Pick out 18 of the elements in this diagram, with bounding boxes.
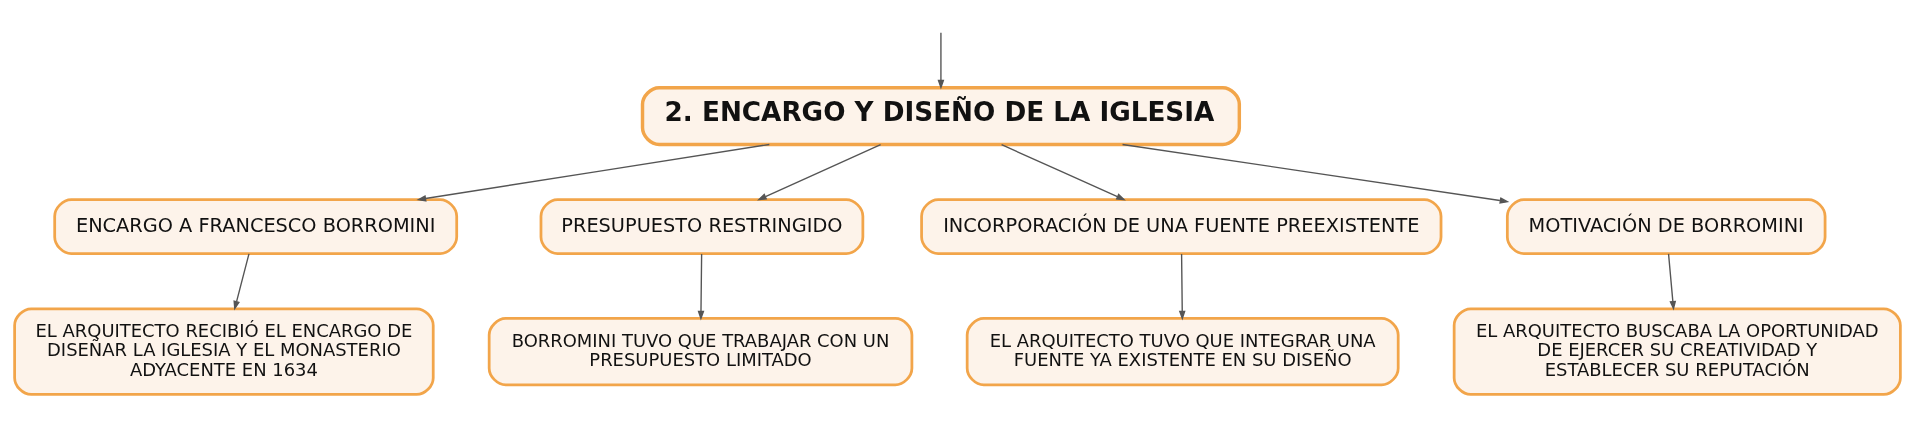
arrow <box>937 32 944 90</box>
node-box: BORROMINI TUVO QUE TRABAJAR CON UN PRESUPUESTO LIMITADO <box>487 317 913 387</box>
node-box: 2. ENCARGO Y DISEÑO DE LA IGLESIA <box>640 86 1241 147</box>
node-box: EL ARQUITECTO BUSCABA LA OPORTUNIDAD DE EJERCER SU CREATIVIDAD Y ESTABLECER SU REPUTACIÓN <box>1452 307 1902 396</box>
node-box: MOTIVACIÓN DE BORROMINI <box>1505 198 1826 255</box>
arrow <box>1667 253 1676 311</box>
arrow <box>1178 253 1186 321</box>
arrow <box>756 144 881 201</box>
node-box: EL ARQUITECTO RECIBIÓ EL ENCARGO DE DISEÑAR LA IGLESIA Y EL MONASTERIO ADYACENTE EN 1634 <box>12 307 435 396</box>
node-box: PRESUPUESTO RESTRINGIDO <box>539 198 864 255</box>
arrow <box>416 143 770 202</box>
node-box: INCORPORACIÓN DE UNA FUENTE PREEXISTENTE <box>919 198 1442 255</box>
node-box: EL ARQUITECTO TUVO QUE INTEGRAR UNA FUENTE YA EXISTENTE EN SU DISEÑO <box>965 317 1400 387</box>
arrow <box>1000 144 1126 201</box>
arrow <box>232 253 250 311</box>
node-box: ENCARGO A FRANCESCO BORROMINI <box>52 198 458 255</box>
arrow <box>1121 143 1509 204</box>
arrow <box>697 253 704 321</box>
